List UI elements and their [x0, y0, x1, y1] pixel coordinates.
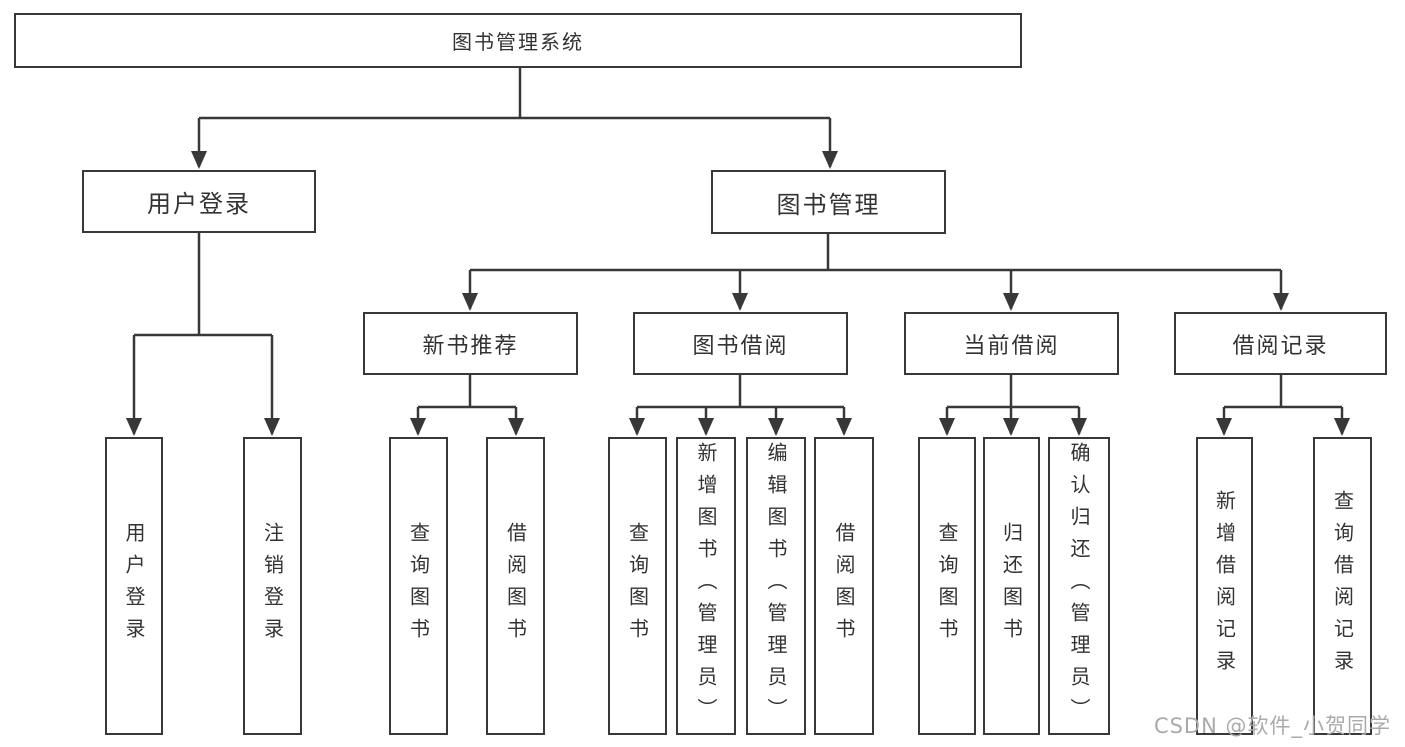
node-user-login: 用户登录	[82, 170, 316, 233]
leaf-label: 编辑图书（管理员）	[764, 442, 788, 730]
leaf-return-books: 归还图书	[983, 437, 1040, 735]
node-label: 用户登录	[147, 190, 251, 218]
leaf-label: 新增借阅记录	[1212, 490, 1237, 682]
leaf-label: 查询借阅记录	[1330, 490, 1355, 682]
leaf-label: 新增图书（管理员）	[694, 442, 718, 730]
node-label: 图书管理	[776, 190, 881, 219]
leaf-borrow-books-newbook: 借阅图书	[486, 437, 545, 735]
leaf-query-books-borrow: 查询图书	[608, 437, 667, 735]
node-label: 新书推荐	[422, 333, 519, 359]
leaf-label: 注销登录	[260, 522, 285, 650]
leaf-add-book-admin: 新增图书（管理员）	[676, 437, 736, 735]
leaf-user-login: 用户登录	[105, 437, 163, 735]
node-new-book-recommend: 新书推荐	[363, 312, 578, 375]
node-book-borrow: 图书借阅	[633, 312, 848, 375]
csdn-watermark: CSDN @软件_小贺同学	[1153, 714, 1391, 738]
node-label: 借阅记录	[1232, 333, 1329, 359]
node-label: 图书管理系统	[452, 30, 584, 54]
leaf-query-books-newbook: 查询图书	[389, 437, 448, 735]
leaf-query-borrow-record: 查询借阅记录	[1313, 437, 1372, 735]
node-book-management: 图书管理	[711, 170, 946, 234]
leaf-label: 查询图书	[625, 522, 650, 650]
leaf-add-borrow-record: 新增借阅记录	[1196, 437, 1253, 735]
leaf-borrow-books-borrow: 借阅图书	[814, 437, 874, 735]
leaf-label: 查询图书	[935, 522, 959, 650]
node-library-management-system: 图书管理系统	[14, 13, 1022, 68]
leaf-label: 确认归还（管理员）	[1067, 442, 1091, 730]
node-label: 当前借阅	[963, 333, 1060, 359]
node-borrow-records: 借阅记录	[1174, 312, 1387, 375]
leaf-label: 借阅图书	[832, 522, 856, 650]
leaf-confirm-return-admin: 确认归还（管理员）	[1048, 437, 1110, 735]
leaf-edit-book-admin: 编辑图书（管理员）	[746, 437, 806, 735]
leaf-query-books-current: 查询图书	[918, 437, 976, 735]
node-label: 图书借阅	[692, 333, 789, 359]
leaf-label: 查询图书	[406, 522, 431, 650]
leaf-logout: 注销登录	[243, 437, 302, 735]
leaf-label: 用户登录	[122, 522, 146, 650]
node-current-borrow: 当前借阅	[904, 312, 1119, 375]
leaf-label: 归还图书	[999, 522, 1024, 650]
leaf-label: 借阅图书	[503, 522, 528, 650]
